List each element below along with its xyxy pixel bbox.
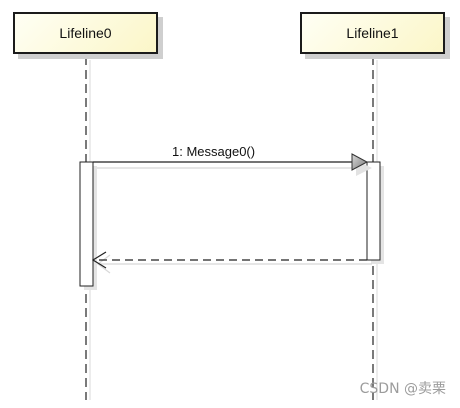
message-arrowhead — [351, 153, 369, 171]
message-label[interactable]: 1: Message0() — [172, 144, 256, 159]
return-arrowhead — [91, 251, 107, 269]
lifeline-header-0[interactable]: Lifeline0 — [13, 12, 158, 54]
lifeline-header-1[interactable]: Lifeline1 — [300, 12, 445, 54]
activation-bar-lifeline1[interactable] — [366, 161, 381, 261]
lifeline-label-0: Lifeline0 — [59, 25, 112, 41]
lifeline-label-1: Lifeline1 — [346, 25, 399, 41]
return-arrowhead-shadow — [97, 254, 111, 274]
activation-bar-lifeline0[interactable] — [79, 161, 94, 287]
watermark: CSDN @卖栗 — [359, 381, 446, 397]
